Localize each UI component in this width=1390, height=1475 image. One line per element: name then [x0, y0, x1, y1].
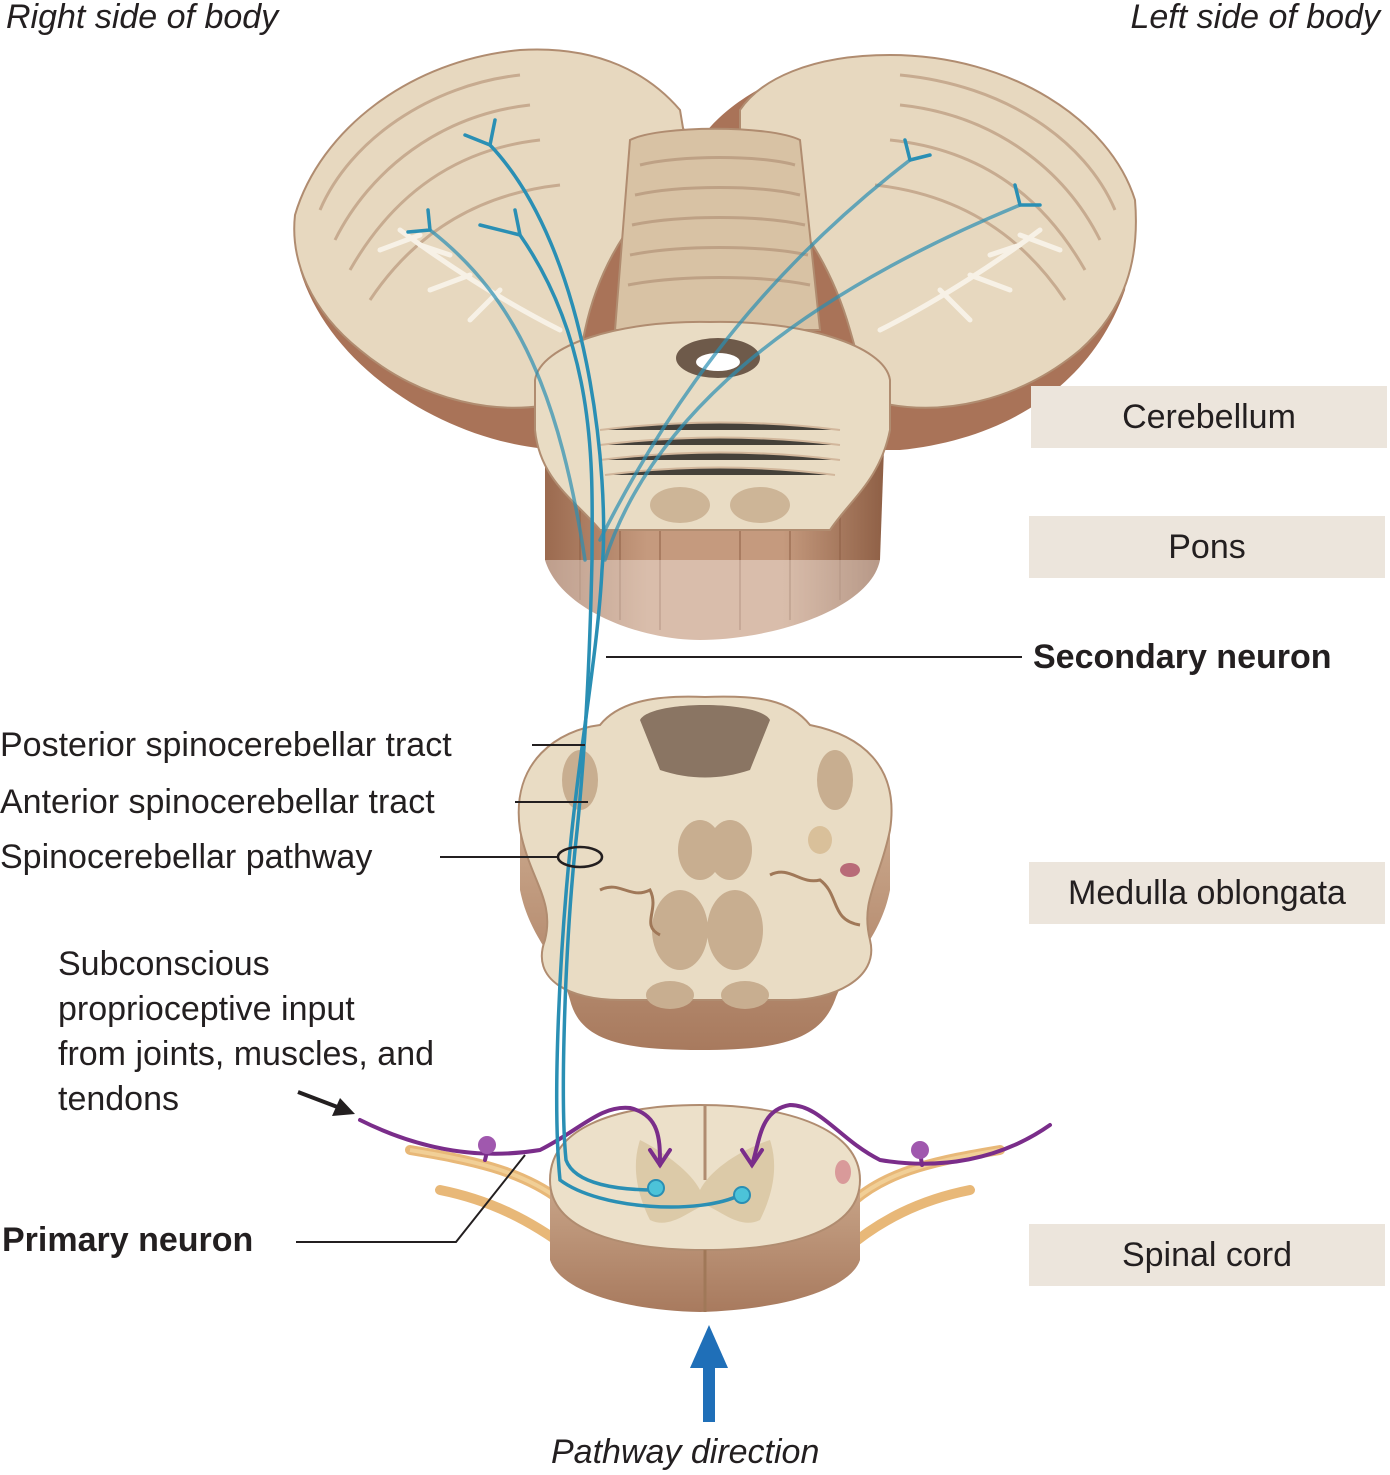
pathway-label: Spinocerebellar pathway [0, 838, 373, 876]
input-description: Subconscious proprioceptive input from j… [58, 942, 518, 1122]
medulla-section [517, 695, 893, 1050]
medulla-label: Medulla oblongata [1029, 862, 1385, 924]
leader-lines [296, 656, 1022, 1243]
secondary-neurons [406, 118, 1042, 1209]
dorsal-nucleus-cell [647, 1179, 665, 1197]
pathway-direction-label: Pathway direction [551, 1433, 820, 1471]
posterior-tract-label: Posterior spinocerebellar tract [0, 726, 452, 764]
input-line-4: tendons [58, 1080, 179, 1118]
right-side-label: Right side of body [6, 0, 279, 36]
cerebellum-label: Cerebellum [1031, 386, 1387, 448]
input-arrow [297, 1090, 355, 1116]
left-side-label: Left side of body [1130, 0, 1380, 36]
anterior-tract-label: Anterior spinocerebellar tract [0, 783, 435, 821]
input-line-1: Subconscious [58, 945, 270, 983]
secondary-neuron-label: Secondary neuron [1033, 638, 1332, 676]
ganglion-cell-right [478, 1136, 496, 1154]
medulla-ventricle [640, 705, 770, 778]
dorsal-nucleus-cell-left [733, 1186, 751, 1204]
ganglion-cell-left [911, 1141, 929, 1159]
input-line-3: from joints, muscles, and [58, 1035, 435, 1073]
pons-section [530, 320, 900, 650]
spinal-cord-section [405, 1103, 1005, 1312]
primary-neuron-label: Primary neuron [2, 1221, 254, 1259]
pathway-direction-arrow [690, 1325, 728, 1422]
pons-label: Pons [1029, 516, 1385, 578]
input-line-2: proprioceptive input [58, 990, 355, 1028]
primary-neuron-left [750, 1102, 1052, 1167]
primary-neuron-right [358, 1105, 662, 1167]
spinal-cord-label: Spinal cord [1029, 1224, 1385, 1286]
